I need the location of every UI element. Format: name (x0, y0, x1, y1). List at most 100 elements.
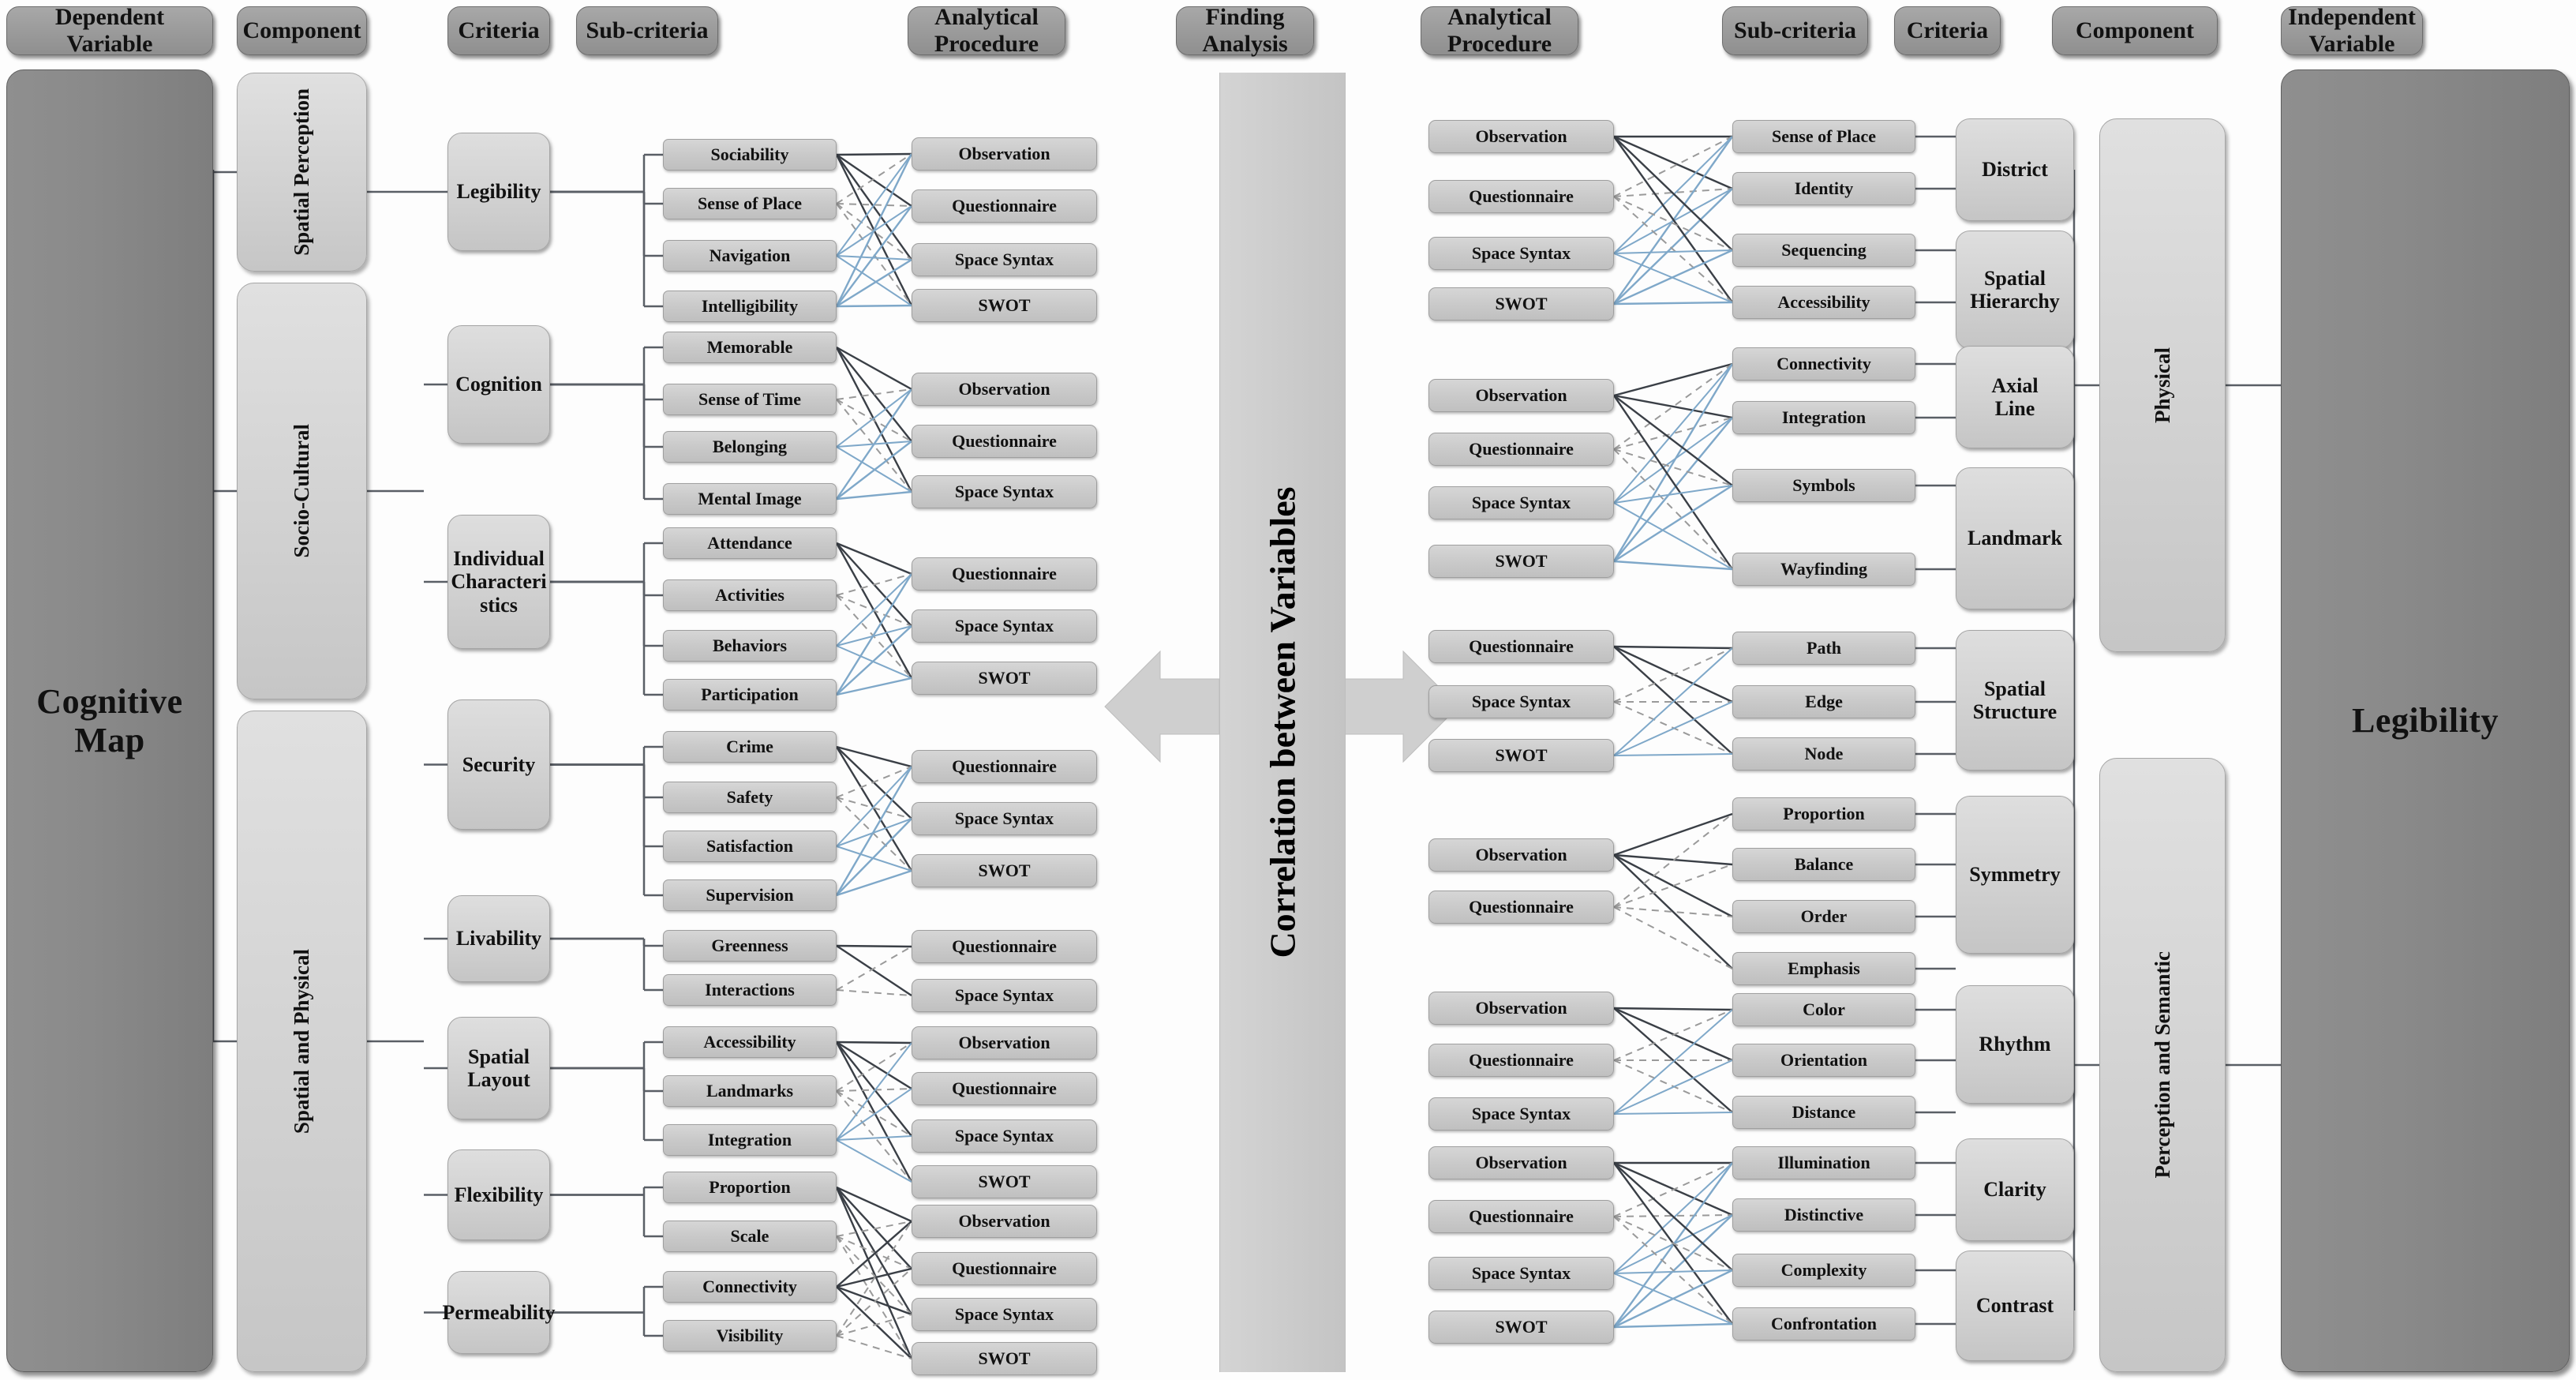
left-sub-criteria-0-3: Intelligibility (663, 291, 837, 322)
right-sub-criteria-2-1-label: Integration (1781, 407, 1866, 427)
right-procedure-1-2-label: Space Syntax (1471, 492, 1571, 512)
left-sub-criteria-7-0-label: Connectivity (702, 1276, 797, 1296)
header-component-right: Component (2052, 6, 2218, 55)
left-criteria-4: Livability (447, 895, 550, 982)
right-procedure-5-3: SWOT (1428, 1311, 1614, 1344)
left-criteria-7-label: Permeability (442, 1300, 556, 1324)
left-sub-criteria-7-0: Connectivity (663, 1271, 837, 1303)
right-component-0-label: Physical (2150, 347, 2174, 423)
right-procedure-5-2: Space Syntax (1428, 1257, 1614, 1290)
right-sub-criteria-6-0-label: Color (1803, 999, 1845, 1019)
right-sub-criteria-4-1-label: Edge (1805, 691, 1843, 711)
left-sub-criteria-4-1-label: Interactions (705, 979, 795, 999)
left-sub-criteria-3-0-label: Crime (726, 736, 773, 756)
header-component-left-label: Component (242, 17, 361, 44)
right-sub-criteria-4-0-label: Path (1807, 637, 1841, 658)
left-procedure-6-0-label: Observation (958, 1210, 1050, 1231)
right-sub-criteria-6-2: Distance (1732, 1096, 1915, 1129)
right-procedure-2-2: SWOT (1428, 739, 1614, 772)
left-procedure-1-1-label: Questionnaire (952, 430, 1057, 451)
left-sub-criteria-0-2: Navigation (663, 240, 837, 272)
left-component-2: Spatial and Physical (237, 711, 367, 1372)
right-procedure-4-0-label: Observation (1475, 997, 1567, 1018)
right-procedure-1-3-label: SWOT (1495, 550, 1548, 571)
right-sub-criteria-3-0: Symbols (1732, 469, 1915, 502)
right-sub-criteria-0-0: Sense of Place (1732, 120, 1915, 153)
left-component-0: Spatial Perception (237, 73, 367, 272)
right-sub-criteria-5-0-label: Proportion (1783, 803, 1865, 823)
right-sub-criteria-5-1: Balance (1732, 848, 1915, 881)
right-sub-criteria-4-2: Node (1732, 737, 1915, 771)
right-procedure-1-0-label: Observation (1475, 384, 1567, 405)
left-criteria-1: Cognition (447, 325, 550, 444)
left-sub-criteria-2-3: Participation (663, 679, 837, 711)
right-criteria-8-label: Contrast (1975, 1294, 2054, 1318)
left-sub-criteria-5-2-label: Integration (707, 1129, 792, 1149)
right-procedure-2-1: Space Syntax (1428, 685, 1614, 718)
left-sub-criteria-4-0: Greenness (663, 930, 837, 962)
right-sub-criteria-6-2-label: Distance (1792, 1101, 1856, 1122)
left-sub-criteria-2-0: Attendance (663, 527, 837, 559)
left-sub-criteria-1-3-label: Mental Image (698, 488, 802, 508)
left-sub-criteria-4-0-label: Greenness (711, 935, 788, 955)
right-component-1: Perception and Semantic (2099, 758, 2226, 1372)
right-sub-criteria-7-0-label: Illumination (1777, 1152, 1870, 1172)
left-procedure-3-0: Questionnaire (912, 750, 1097, 783)
header-criteria-right: Criteria (1894, 6, 2001, 55)
finding-analysis-band: Correlation between Variables (1219, 73, 1346, 1372)
right-sub-criteria-4-0: Path (1732, 632, 1915, 665)
left-procedure-5-1-label: Questionnaire (952, 1078, 1057, 1098)
right-procedure-5-2-label: Space Syntax (1471, 1262, 1571, 1283)
header-criteria-right-label: Criteria (1906, 17, 1989, 44)
left-sub-criteria-7-1-label: Visibility (716, 1325, 784, 1345)
right-sub-criteria-5-2: Order (1732, 900, 1915, 933)
left-sub-criteria-5-1: Landmarks (663, 1075, 837, 1107)
left-sub-criteria-3-1-label: Safety (726, 786, 773, 807)
left-criteria-3: Security (447, 699, 550, 830)
left-procedure-0-0-label: Observation (958, 143, 1050, 163)
right-sub-criteria-5-0: Proportion (1732, 797, 1915, 831)
left-procedure-2-2: SWOT (912, 662, 1097, 695)
left-procedure-6-1-label: Questionnaire (952, 1258, 1057, 1278)
right-sub-criteria-5-2-label: Order (1800, 906, 1848, 926)
right-procedure-4-1: Questionnaire (1428, 1044, 1614, 1077)
left-procedure-4-1-label: Space Syntax (954, 984, 1054, 1005)
left-criteria-7: Permeability (443, 1271, 555, 1354)
left-component-1-label: Socio-Cultural (290, 424, 314, 558)
right-sub-criteria-7-1-label: Distinctive (1784, 1204, 1864, 1224)
right-procedure-4-1-label: Questionnaire (1469, 1049, 1574, 1070)
left-procedure-3-2: SWOT (912, 854, 1097, 887)
right-sub-criteria-1-1-label: Accessibility (1777, 291, 1870, 312)
left-procedure-3-0-label: Questionnaire (952, 756, 1057, 776)
left-sub-criteria-1-1-label: Sense of Time (698, 388, 801, 409)
right-sub-criteria-1-0: Sequencing (1732, 234, 1915, 267)
left-component-2-label: Spatial and Physical (290, 948, 314, 1134)
right-procedure-1-3: SWOT (1428, 545, 1614, 578)
right-criteria-3-label: Landmark (1968, 527, 2062, 550)
left-procedure-1-0-label: Observation (958, 378, 1050, 399)
left-sub-criteria-7-1: Visibility (663, 1320, 837, 1352)
left-procedure-6-3: SWOT (912, 1342, 1097, 1375)
right-criteria-5-label: Symmetry (1969, 863, 2061, 887)
left-procedure-0-1-label: Questionnaire (952, 195, 1057, 216)
right-sub-criteria-6-0: Color (1732, 993, 1915, 1026)
right-procedure-0-2-label: Space Syntax (1471, 242, 1571, 263)
left-component-0-label: Spatial Perception (290, 88, 314, 256)
right-procedure-3-1: Questionnaire (1428, 891, 1614, 924)
left-criteria-1-label: Cognition (455, 373, 542, 396)
right-sub-criteria-0-1-label: Identity (1794, 178, 1854, 198)
right-sub-criteria-8-1-label: Confrontation (1770, 1313, 1878, 1333)
right-procedure-4-0: Observation (1428, 992, 1614, 1025)
left-sub-criteria-2-1: Activities (663, 579, 837, 611)
right-procedure-0-1-label: Questionnaire (1469, 186, 1574, 206)
